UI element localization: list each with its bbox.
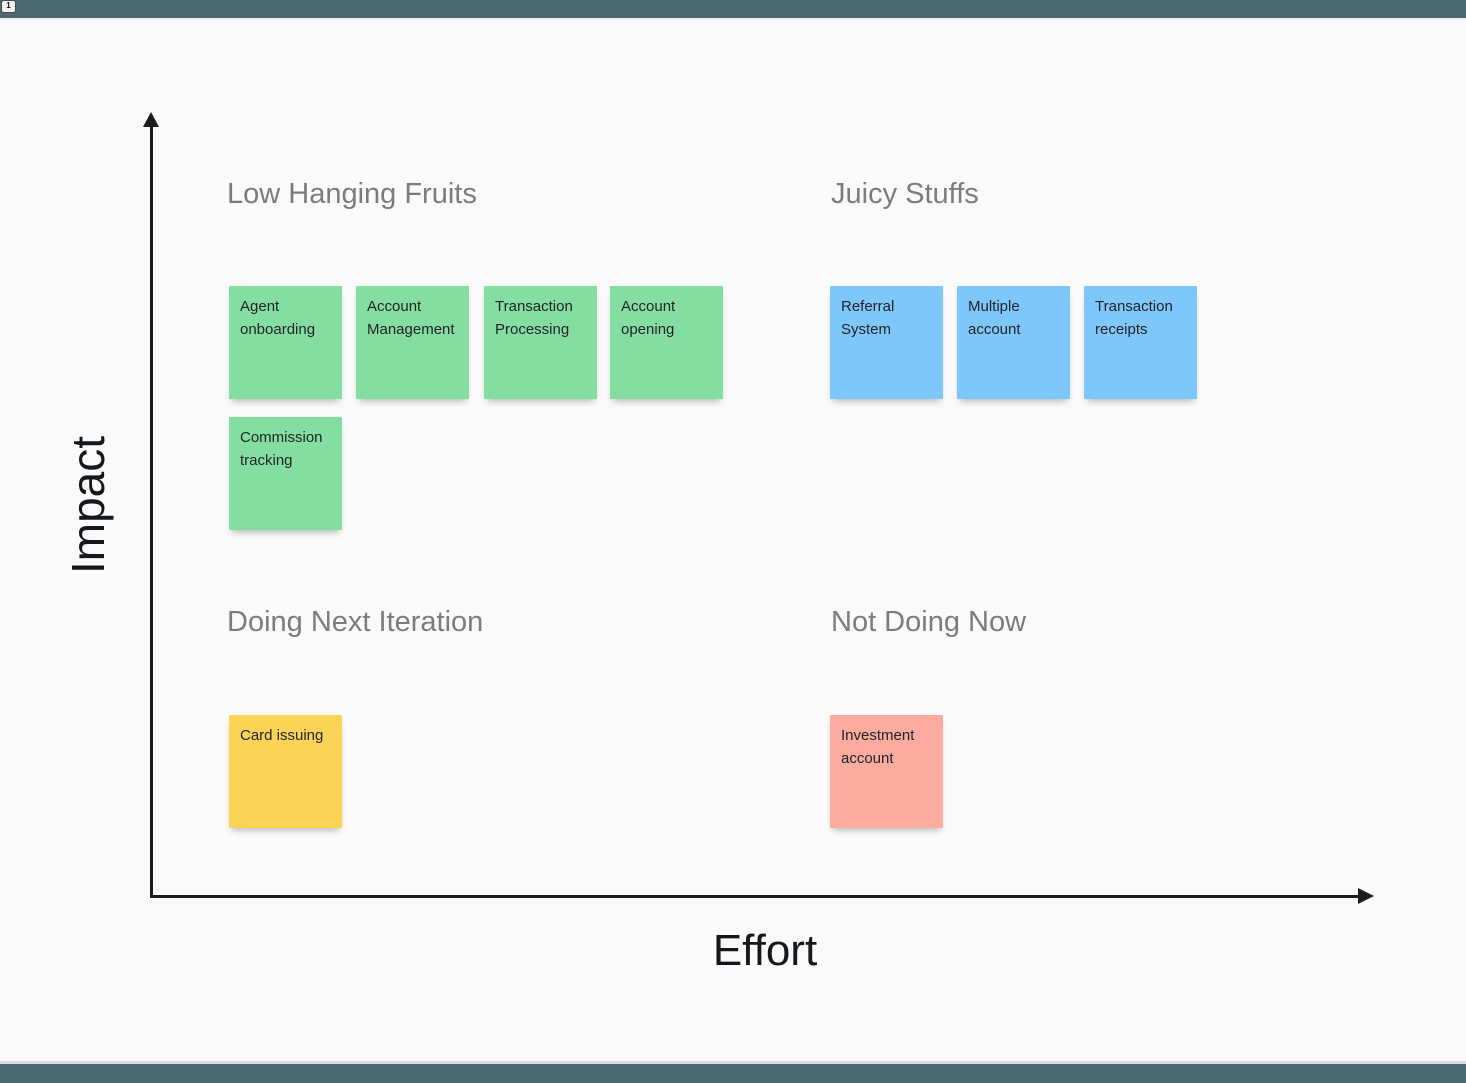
x-axis-label: Effort [712, 926, 818, 975]
sticky-note-text: Account Management [367, 298, 455, 339]
quadrant-label-juicy-stuffs: Juicy Stuffs [831, 178, 979, 210]
quadrant-label-doing-next-iteration: Doing Next Iteration [227, 606, 484, 638]
sticky-note-text: Transaction receipts [1095, 298, 1173, 339]
sticky-note[interactable]: Investment account [830, 715, 943, 828]
sticky-note-text: Card issuing [240, 727, 324, 744]
sticky-note[interactable]: Multiple account [957, 286, 1070, 399]
sticky-note[interactable]: Account opening [610, 286, 723, 399]
y-axis-label: Impact [62, 435, 114, 575]
sticky-note[interactable]: Commission tracking [229, 417, 342, 530]
y-axis-line [150, 124, 153, 898]
sticky-note-text: Referral System [841, 298, 895, 339]
quadrant-label-not-doing-now: Not Doing Now [831, 606, 1027, 638]
sticky-note[interactable]: Account Management [356, 286, 469, 399]
y-axis-arrow-icon [143, 112, 159, 127]
tab-count-badge[interactable]: 1 [1, 0, 16, 13]
window-bottom-bar [0, 1061, 1466, 1083]
sticky-note-text: Account opening [621, 298, 676, 339]
sticky-note[interactable]: Card issuing [229, 715, 342, 828]
quadrant-label-low-hanging-fruits: Low Hanging Fruits [227, 178, 477, 210]
sticky-note-text: Agent onboarding [240, 298, 316, 339]
sticky-note[interactable]: Referral System [830, 286, 943, 399]
sticky-note[interactable]: Agent onboarding [229, 286, 342, 399]
sticky-note-text: Transaction Processing [495, 298, 573, 339]
sticky-note[interactable]: Transaction Processing [484, 286, 597, 399]
sticky-note-text: Commission tracking [240, 429, 323, 470]
x-axis-arrow-icon [1358, 888, 1374, 904]
sticky-note[interactable]: Transaction receipts [1084, 286, 1197, 399]
sticky-note-text: Investment account [841, 727, 915, 768]
sticky-note-text: Multiple account [968, 298, 1021, 339]
x-axis-line [150, 895, 1360, 898]
window-top-bar [0, 0, 1466, 20]
